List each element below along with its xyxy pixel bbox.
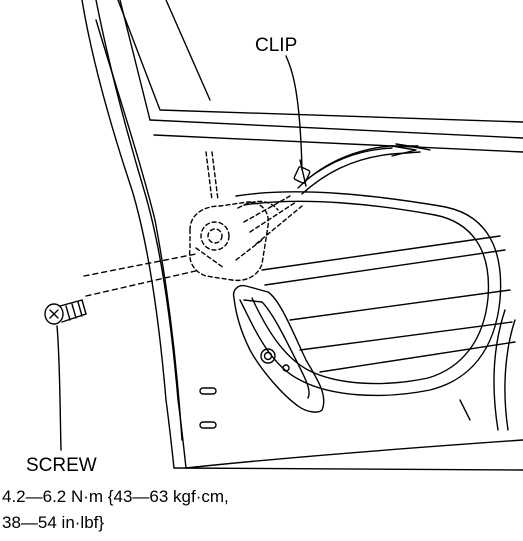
cable-bundle [297,143,431,195]
frame-slots [199,387,217,429]
torque-spec-line-1: 4.2—6.2 N·m {43—63 kgf·cm, [2,487,229,506]
clip-label: CLIP [255,35,298,56]
clip-leader-line [285,55,303,171]
screw-leader-line [56,325,62,451]
door-panel [235,191,516,431]
screw-guide-lines [83,253,201,297]
torque-spec-line-2: 38—54 in·lbf} [2,513,105,532]
screw [44,299,87,325]
screw-label: SCREW [26,455,97,476]
door-frame [81,0,523,471]
clip-part [293,159,311,187]
latch-bracket [232,284,325,413]
door-lock-actuator [188,151,303,282]
